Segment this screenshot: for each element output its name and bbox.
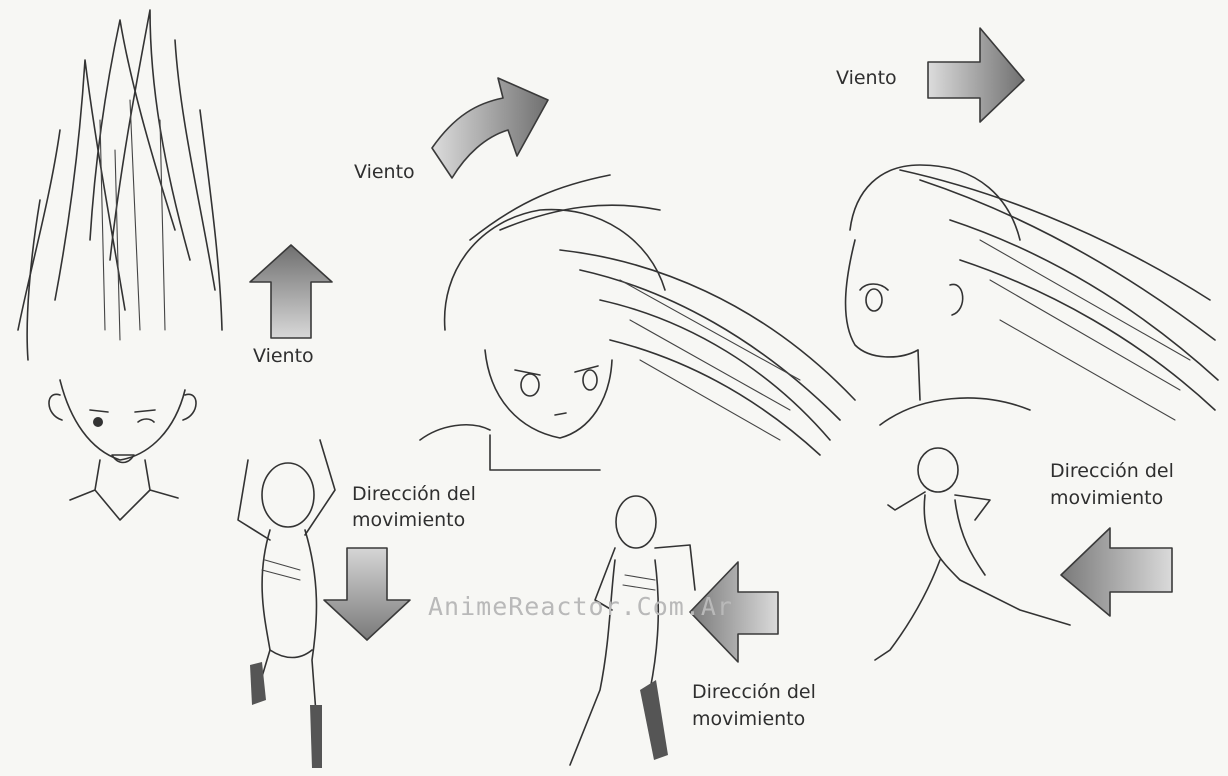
direction-label-walk-line2: movimiento — [692, 708, 806, 730]
wind-label-curved: Viento — [354, 161, 415, 183]
direction-label-jump-line1: Dirección del — [352, 483, 476, 505]
wind-label-up: Viento — [253, 345, 314, 367]
direction-label-run-line1: Dirección del — [1050, 460, 1174, 482]
watermark: AnimeReactor.Com.Ar — [428, 592, 733, 621]
movement-arrow-left-right — [1060, 527, 1173, 617]
direction-label-run-line2: movimiento — [1050, 487, 1164, 509]
body-running — [874, 447, 1071, 661]
wind-label-right: Viento — [836, 67, 897, 89]
body-walking — [569, 495, 696, 766]
head-profile-long-hair — [844, 164, 1219, 426]
wind-arrow-right — [927, 27, 1025, 123]
wind-arrow-up — [249, 244, 333, 339]
movement-arrow-down — [323, 547, 411, 641]
body-jumping — [237, 439, 336, 768]
movement-arrow-left-mid — [689, 561, 779, 663]
direction-label-walk-line1: Dirección del — [692, 681, 816, 703]
head-hair-up — [17, 9, 223, 521]
head-hair-sideways — [419, 174, 856, 471]
wind-arrow-curved — [431, 77, 549, 179]
direction-label-jump-line2: movimiento — [352, 509, 466, 531]
